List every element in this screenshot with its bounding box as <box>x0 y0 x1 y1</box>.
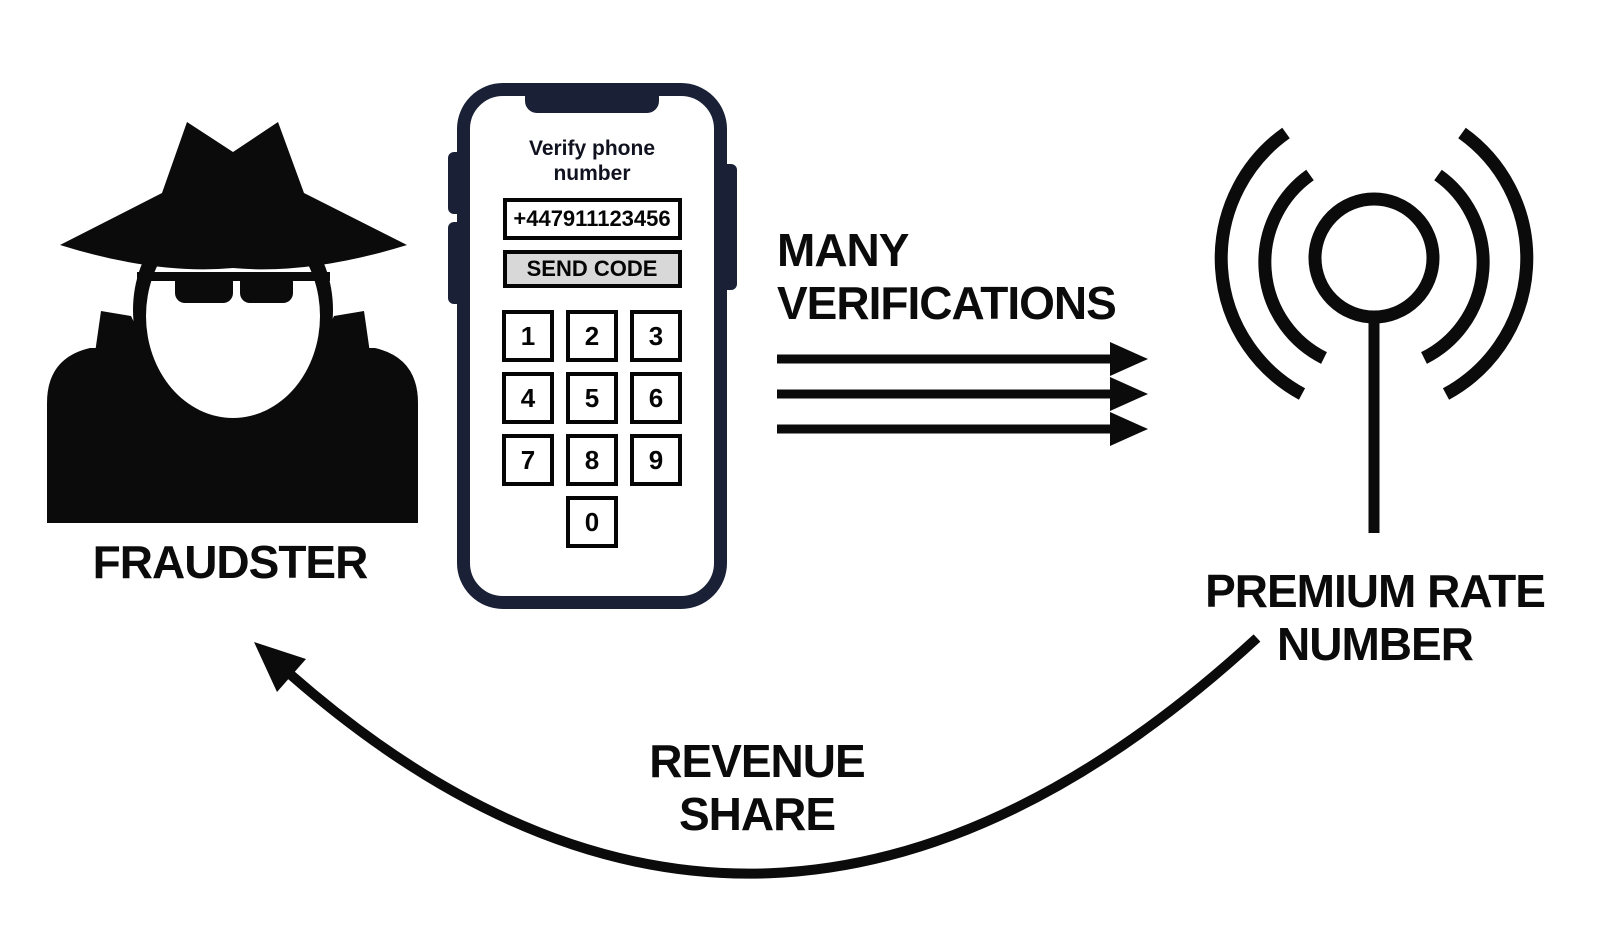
keypad-key-5[interactable]: 5 <box>566 372 618 424</box>
phone-volume-up-button <box>448 152 458 214</box>
fraudster-glasses-bar <box>137 272 330 281</box>
verification-arrow-icon-3 <box>777 412 1148 446</box>
revenue-share-arrow-icon <box>254 634 1261 879</box>
fraudster-glasses-right-lens <box>240 272 293 303</box>
keypad-key-4[interactable]: 4 <box>502 372 554 424</box>
fraudster-body <box>47 348 418 523</box>
antenna-wave-inner-left <box>1258 169 1327 364</box>
fraudster-glasses-left-lens <box>175 272 233 303</box>
phone-number-input[interactable]: +447911123456 <box>502 198 682 240</box>
keypad-key-7[interactable]: 7 <box>502 434 554 486</box>
keypad-key-3[interactable]: 3 <box>630 310 682 362</box>
keypad-key-0[interactable]: 0 <box>566 496 618 548</box>
verification-arrow-icon-2 <box>777 377 1148 411</box>
fraudster-label: FRAUDSTER <box>92 536 369 588</box>
fraudster-collar-right <box>316 311 370 353</box>
antenna-icon <box>1214 127 1534 533</box>
phone-volume-down-button <box>448 222 458 304</box>
verification-arrow-icon-1 <box>777 342 1148 376</box>
phone-keypad: 1 2 3 4 5 6 7 8 9 0 <box>502 310 682 548</box>
keypad-key-2[interactable]: 2 <box>566 310 618 362</box>
keypad-key-8[interactable]: 8 <box>566 434 618 486</box>
revenue-share-label: REVENUE SHARE <box>649 735 865 840</box>
keypad-key-6[interactable]: 6 <box>630 372 682 424</box>
antenna-wave-outer-left <box>1214 127 1306 400</box>
fraudster-icon <box>47 122 418 523</box>
phone-power-button <box>726 164 737 290</box>
send-code-button[interactable]: SEND CODE <box>502 250 682 288</box>
fraudster-collar-left <box>95 311 149 353</box>
keypad-key-1[interactable]: 1 <box>502 310 554 362</box>
keypad-key-9[interactable]: 9 <box>630 434 682 486</box>
verifications-label: MANY VERIFICATIONS <box>777 224 1117 329</box>
fraudster-hat <box>60 122 407 270</box>
phone-screen-title: Verify phone number <box>528 137 656 185</box>
phone-notch <box>525 96 659 113</box>
premium-rate-label: PREMIUM RATE NUMBER <box>1205 565 1546 670</box>
antenna-wave-inner-right <box>1421 169 1490 364</box>
antenna-head <box>1308 192 1440 324</box>
antenna-wave-outer-right <box>1442 127 1534 400</box>
phone-mockup: Verify phone number +447911123456 SEND C… <box>457 83 727 609</box>
